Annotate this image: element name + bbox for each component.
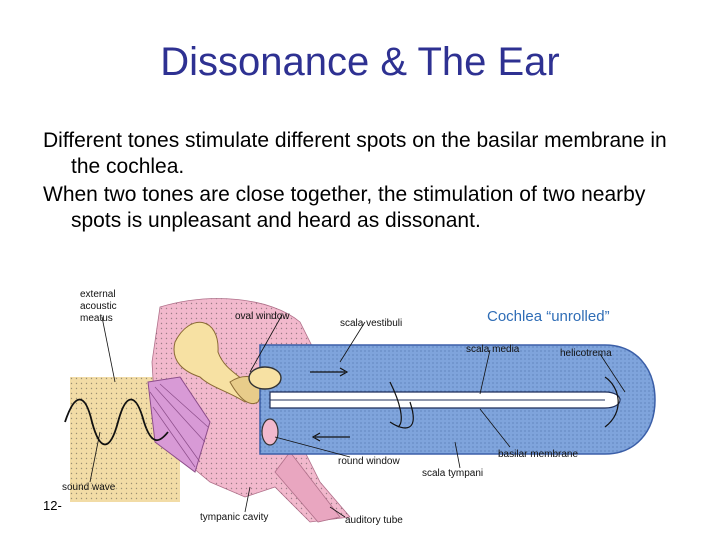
label-round-window: round window	[338, 456, 400, 467]
label-auditory-tube: auditory tube	[345, 515, 403, 526]
label-line: meatus	[80, 313, 113, 324]
auditory-tube-shape	[274, 451, 341, 523]
label-scala-vestibuli: scala vestibuli	[340, 318, 402, 329]
label-line: external	[80, 289, 116, 300]
label-sound-wave: sound wave	[62, 482, 116, 493]
label-scala-media: scala media	[466, 344, 520, 355]
slide-title: Dissonance & The Ear	[160, 40, 560, 84]
tympanic-membrane	[147, 376, 211, 473]
bullet-list: Different tones stimulate different spot…	[43, 128, 693, 234]
ear-cochlea-diagram: external acoustic meatus oval window sca…	[62, 289, 656, 526]
callout-cochlea-unrolled: Cochlea “unrolled”	[487, 308, 610, 325]
round-window-shape	[261, 418, 279, 446]
sound-wave-line	[64, 398, 169, 446]
label-external-acoustic-meatus: external acoustic meatus	[80, 289, 119, 324]
label-scala-tympani: scala tympani	[422, 468, 483, 479]
bullet-item: Different tones stimulate different spot…	[43, 129, 667, 178]
label-helicotrema: helicotrema	[560, 348, 612, 359]
label-tympanic-cavity: tympanic cavity	[200, 512, 268, 523]
oval-window-shape	[248, 366, 282, 390]
label-line: acoustic	[80, 301, 117, 312]
bullet-item: When two tones are close together, the s…	[43, 183, 646, 232]
label-basilar-membrane: basilar membrane	[498, 449, 578, 460]
label-oval-window: oval window	[235, 311, 290, 322]
page-number: 12-	[43, 498, 62, 513]
